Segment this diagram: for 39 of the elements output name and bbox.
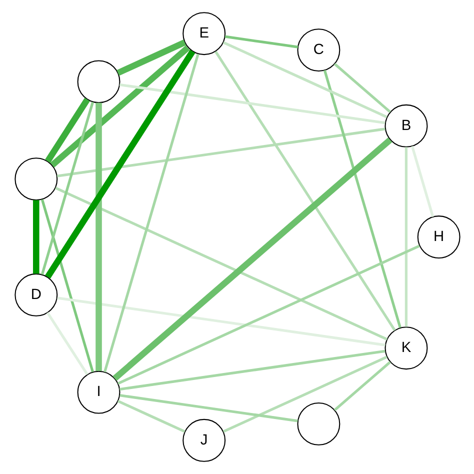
node-circle — [76, 60, 120, 104]
connector — [333, 361, 391, 412]
connector — [44, 98, 90, 163]
node-circle — [296, 402, 340, 446]
node-circle — [14, 158, 58, 201]
node-circle: I — [76, 370, 120, 414]
connector — [214, 50, 396, 331]
connector — [224, 35, 298, 48]
node-circle: E — [182, 12, 226, 56]
connector — [118, 350, 385, 391]
node-circle: D — [14, 273, 58, 316]
connector — [119, 394, 298, 422]
node-circle: B — [384, 104, 428, 148]
connector — [222, 356, 387, 433]
connector — [32, 200, 39, 274]
connector — [102, 54, 199, 372]
connector — [50, 45, 190, 168]
node-circle: C — [296, 28, 340, 72]
connector — [56, 128, 385, 178]
connector — [95, 102, 102, 371]
node-circle: K — [384, 326, 428, 370]
connector — [40, 199, 94, 372]
connector — [116, 244, 420, 385]
connector — [404, 147, 408, 327]
connector — [116, 400, 185, 433]
connector — [46, 312, 88, 376]
connector — [44, 50, 195, 279]
connector — [322, 70, 401, 328]
connector — [116, 40, 186, 76]
connector — [118, 83, 385, 124]
connector — [333, 62, 391, 113]
connector — [54, 186, 388, 341]
connector — [40, 102, 94, 275]
node-circle: H — [416, 216, 460, 258]
connector — [112, 137, 392, 381]
connector — [410, 146, 434, 218]
node-circle: J — [182, 418, 226, 462]
connector — [222, 41, 387, 118]
connector — [56, 296, 385, 346]
